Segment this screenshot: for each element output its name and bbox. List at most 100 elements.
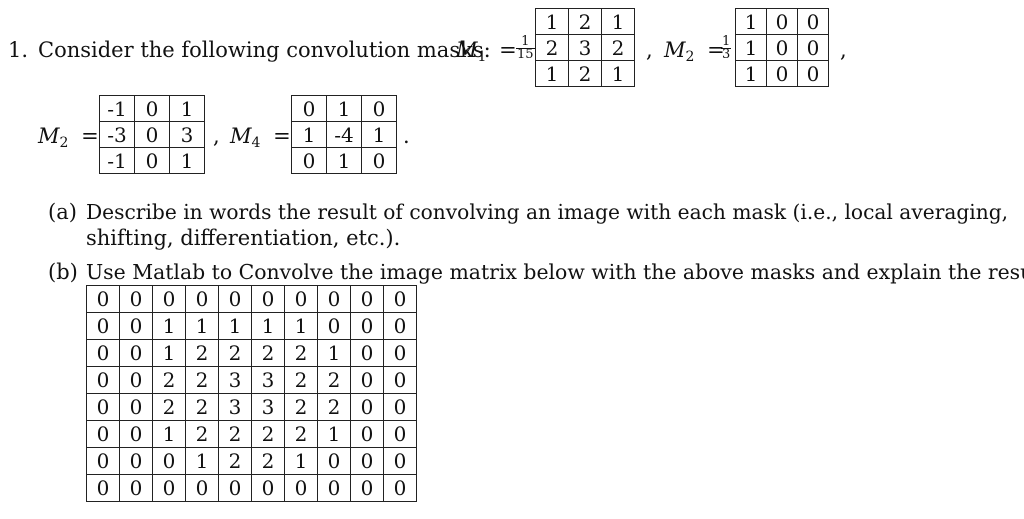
image-matrix-cell: 0 [251,474,285,502]
part-b-line1: Use Matlab to Convolve the image matrix … [86,260,1024,284]
mask-m1-cell: 2 [601,34,635,61]
m4-period: . [403,124,410,148]
image-matrix-cell: 0 [218,474,252,502]
image-matrix-cell: 0 [86,420,120,448]
image-matrix-cell: 2 [284,339,318,367]
image-matrix-cell: 0 [152,447,186,475]
image-matrix-cell: 0 [383,474,417,502]
image-matrix-cell: 0 [86,393,120,421]
image-matrix-cell: 0 [86,312,120,340]
image-matrix-cell: 0 [218,285,252,313]
image-matrix-cell: 3 [251,393,285,421]
image-matrix-cell: 0 [86,447,120,475]
image-matrix-cell: 2 [185,366,219,394]
image-matrix-cell: 1 [185,312,219,340]
image-matrix-cell: 2 [152,393,186,421]
image-matrix-cell: 0 [185,285,219,313]
image-matrix-cell: 0 [383,339,417,367]
image-matrix-cell: 0 [119,366,153,394]
mask-m2a-cell: 0 [797,8,829,35]
mask-m2b-cell: 0 [134,121,170,148]
mask-m4-cell: 0 [361,95,397,122]
image-matrix-cell: 0 [383,312,417,340]
image-matrix-cell: 2 [218,447,252,475]
mask-m2a-cell: 1 [735,8,767,35]
part-b-label: (b) [48,260,78,284]
image-matrix-cell: 0 [317,312,351,340]
mask-m1-cell: 2 [535,34,569,61]
image-matrix-cell: 0 [152,285,186,313]
image-matrix-cell: 0 [350,393,384,421]
part-a-label: (a) [48,200,77,224]
mask-m2a-cell: 0 [766,60,798,87]
image-matrix-cell: 0 [383,285,417,313]
mask-m2a-cell: 0 [766,8,798,35]
image-matrix-cell: 0 [86,339,120,367]
mask-m2a-cell: 1 [735,34,767,61]
mask-m2a-cell: 0 [797,60,829,87]
mask-m2b-cell: -3 [99,121,135,148]
image-matrix-cell: 3 [218,393,252,421]
image-matrix-cell: 0 [251,285,285,313]
mask-m1-cell: 3 [568,34,602,61]
m2a-label: M2 = [664,38,725,65]
image-matrix-cell: 0 [119,312,153,340]
image-matrix-cell: 2 [185,420,219,448]
image-matrix-cell: 3 [218,366,252,394]
image-matrix-cell: 0 [383,366,417,394]
image-matrix-cell: 0 [119,447,153,475]
image-matrix-cell: 0 [350,420,384,448]
image-matrix-cell: 0 [350,474,384,502]
m1-comma: , [646,38,653,62]
image-matrix-cell: 1 [317,420,351,448]
mask-m2b-cell: 1 [169,147,205,174]
image-matrix-cell: 0 [284,285,318,313]
image-matrix-cell: 0 [152,474,186,502]
image-matrix-cell: 1 [284,447,318,475]
image-matrix-cell: 0 [185,474,219,502]
mask-m4-cell: 1 [291,121,327,148]
mask-m4-cell: 1 [361,121,397,148]
problem-intro: Consider the following convolution masks… [38,38,491,62]
image-matrix-cell: 0 [86,474,120,502]
mask-m2b-cell: 0 [134,147,170,174]
image-matrix-cell: 1 [284,312,318,340]
image-matrix-cell: 1 [218,312,252,340]
part-a-line2: shifting, differentiation, etc.). [86,226,401,250]
image-matrix-cell: 1 [152,312,186,340]
mask-m1-cell: 1 [535,60,569,87]
mask-m4-cell: -4 [326,121,362,148]
image-matrix-cell: 0 [383,393,417,421]
mask-m1-cell: 1 [601,60,635,87]
part-a-line1: Describe in words the result of convolvi… [86,200,1009,224]
image-matrix-cell: 1 [251,312,285,340]
image-matrix-cell: 0 [383,420,417,448]
image-matrix-cell: 2 [317,366,351,394]
image-matrix-cell: 0 [119,285,153,313]
m2a-comma: , [840,38,847,62]
mask-m2b-cell: -1 [99,95,135,122]
image-matrix-cell: 2 [251,339,285,367]
image-matrix-cell: 0 [119,393,153,421]
image-matrix-cell: 0 [350,285,384,313]
image-matrix-cell: 0 [119,339,153,367]
image-matrix-cell: 3 [251,366,285,394]
mask-m1-cell: 2 [568,8,602,35]
mask-m2b-cell: 0 [134,95,170,122]
image-matrix-cell: 0 [317,447,351,475]
image-matrix-cell: 2 [251,447,285,475]
